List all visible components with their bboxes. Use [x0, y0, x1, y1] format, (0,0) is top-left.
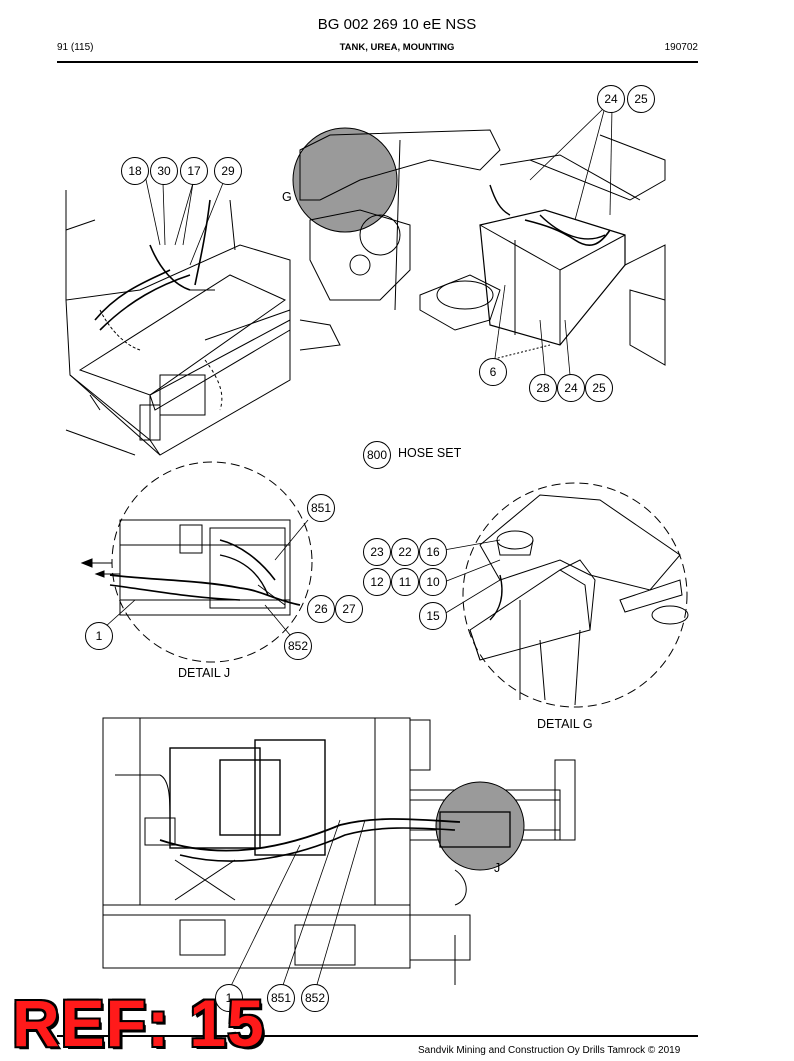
callout-17: 17 — [180, 157, 208, 185]
callout-16: 16 — [419, 538, 447, 566]
frame-beam-view — [65, 174, 291, 456]
footer-copyright: Sandvik Mining and Construction Oy Drill… — [418, 1045, 681, 1056]
document-number: BG 002 269 10 eE NSS — [317, 16, 477, 33]
callout-27: 27 — [335, 595, 363, 623]
callout-12: 12 — [363, 568, 391, 596]
detail-g-label: DETAIL G — [537, 717, 593, 731]
callout-25-bottom: 25 — [585, 374, 613, 402]
callout-852-bottom: 852 — [301, 984, 329, 1012]
callout-800: 800 — [363, 441, 391, 469]
hose-set-label: HOSE SET — [398, 446, 462, 460]
callout-852-detail-j: 852 — [284, 632, 312, 660]
view-label-j: J — [494, 861, 501, 875]
callout-26: 26 — [307, 595, 335, 623]
callout-851-detail-j: 851 — [307, 494, 335, 522]
callout-1-bottom: 1 — [215, 984, 243, 1012]
callout-11: 11 — [391, 568, 419, 596]
section-title: TANK, UREA, MOUNTING — [339, 42, 455, 53]
callout-25-top: 25 — [627, 85, 655, 113]
callout-18: 18 — [121, 157, 149, 185]
callout-28: 28 — [529, 374, 557, 402]
detail-g-view — [443, 482, 689, 708]
detail-j-view — [80, 461, 313, 663]
view-label-g: G — [282, 190, 292, 204]
callout-6: 6 — [479, 358, 507, 386]
date-code: 190702 — [664, 42, 698, 53]
callout-1-detail-j: 1 — [85, 622, 113, 650]
callout-15: 15 — [419, 602, 447, 630]
callout-22: 22 — [391, 538, 419, 566]
callout-10: 10 — [419, 568, 447, 596]
ref-watermark: REF: 15 — [12, 986, 265, 1060]
header-rule — [57, 61, 698, 63]
callout-23: 23 — [363, 538, 391, 566]
detail-j-label: DETAIL J — [178, 666, 231, 680]
callout-851-bottom: 851 — [267, 984, 295, 1012]
page-number: 91 (115) — [57, 42, 94, 53]
urea-tank-view — [292, 106, 666, 376]
carrier-top-view — [102, 717, 576, 991]
callout-29: 29 — [214, 157, 242, 185]
callout-30: 30 — [150, 157, 178, 185]
callout-24-top: 24 — [597, 85, 625, 113]
callout-24-bottom: 24 — [557, 374, 585, 402]
